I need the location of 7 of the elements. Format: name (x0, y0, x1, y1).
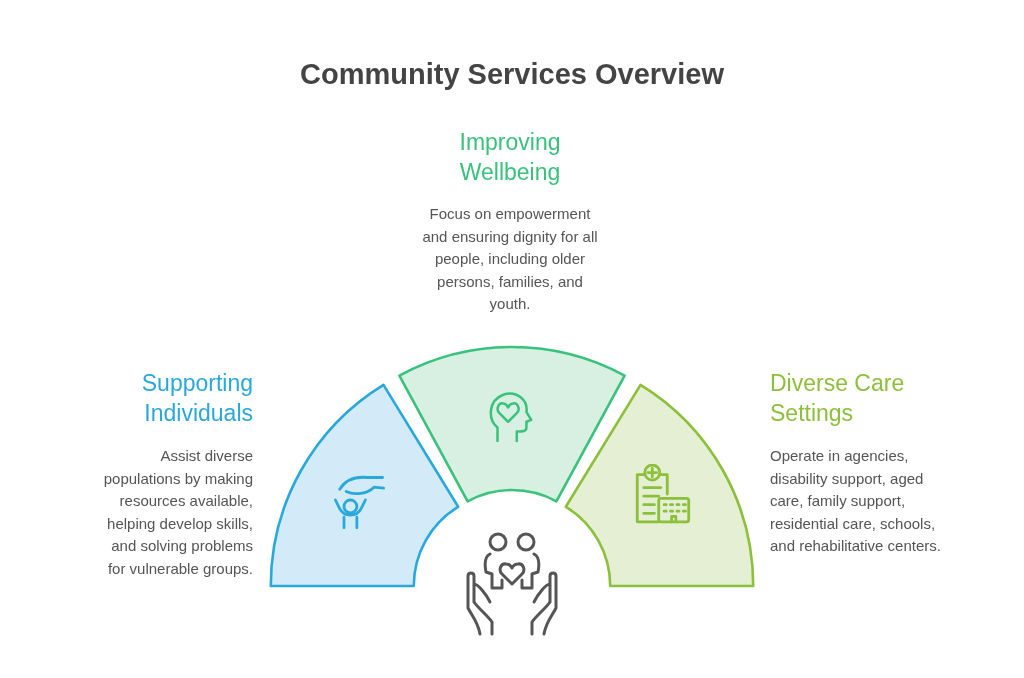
section-description: Assist diverse populations by making resources available, helping develop skills, and solving problems for vulnerable groups. (102, 446, 253, 579)
section-heading: Improving Wellbeing (458, 128, 562, 187)
section-description: Operate in agencies, disability support, aged care, family support, residential care, schools, and rehabilitative centers. (770, 446, 942, 557)
section-description: Focus on empowerment and ensuring dignity for all people, including older persons, families, and youth. (421, 204, 599, 315)
diagram-title: Community Services Overview (299, 58, 725, 91)
section-heading: Supporting Individuals (140, 369, 253, 428)
section-heading: Diverse Care Settings (770, 369, 906, 428)
